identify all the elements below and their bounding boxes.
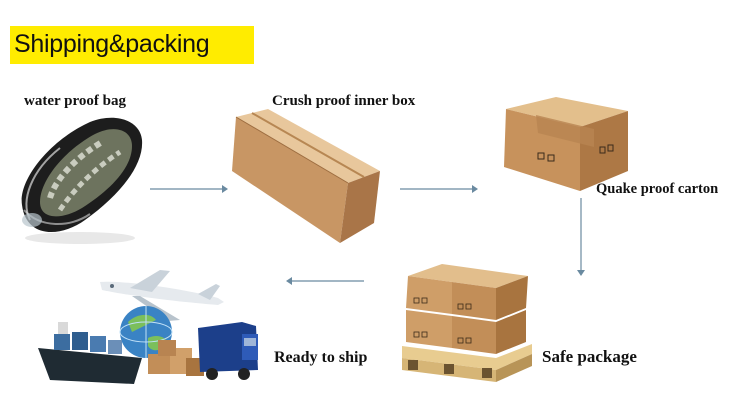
boxes-icon — [148, 340, 204, 376]
water-proof-bag-image — [21, 117, 143, 244]
label-ready-to-ship: Ready to ship — [274, 349, 368, 366]
inner-box-image — [232, 109, 380, 243]
label-crush-proof-inner-box: Crush proof inner box — [272, 93, 416, 109]
safe-package-image — [402, 264, 532, 382]
arrow-right-2 — [400, 185, 478, 193]
arrow-right-1 — [150, 185, 228, 193]
title-highlight — [10, 26, 254, 64]
page-title: Shipping&packing — [14, 30, 210, 58]
label-safe-package: Safe package — [542, 347, 637, 366]
ready-to-ship-image — [38, 270, 258, 384]
quake-proof-carton-image — [504, 97, 628, 191]
arrow-left — [286, 277, 364, 285]
truck-icon — [198, 322, 258, 380]
cargo-ship-icon — [38, 322, 142, 384]
label-water-proof-bag: water proof bag — [24, 93, 126, 109]
arrow-down — [577, 198, 585, 276]
label-quake-proof-carton: Quake proof carton — [596, 181, 719, 197]
